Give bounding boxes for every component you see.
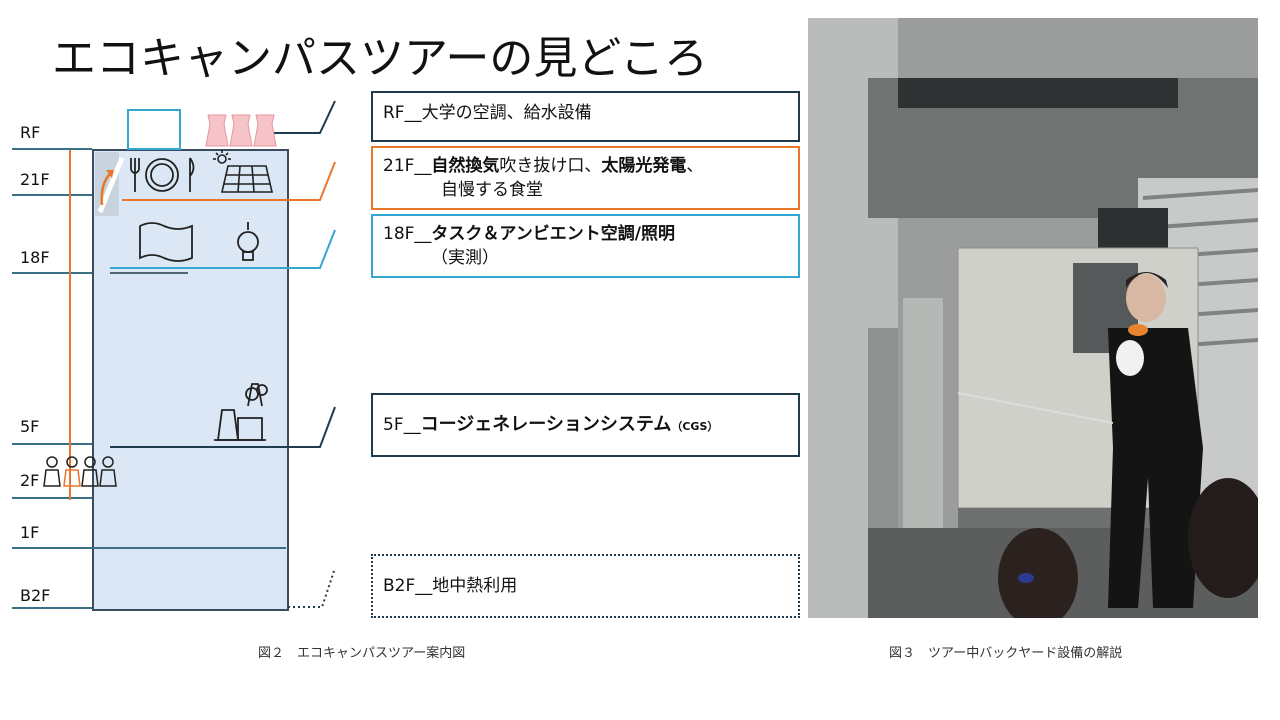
leader-b2f bbox=[288, 567, 336, 608]
box-rf-prefix: RF__ bbox=[383, 103, 422, 123]
floor-line-2f bbox=[12, 497, 92, 499]
solar-panel-icon bbox=[213, 150, 274, 193]
box-18f-line2: （実測） bbox=[431, 248, 499, 268]
floor-label-rf: RF bbox=[20, 123, 41, 142]
floor-label-2f: 2F bbox=[20, 471, 40, 490]
box-21f-text2: 、 bbox=[686, 156, 704, 176]
caption-fig2: 図２ エコキャンパスツアー案内図 bbox=[258, 646, 466, 661]
light-bulb-icon bbox=[237, 222, 259, 261]
caption-fig3: 図３ ツアー中バックヤード設備の解説 bbox=[889, 646, 1123, 661]
box-21f-bold1: 自然換気 bbox=[431, 156, 500, 176]
box-b2f-prefix: B2F__ bbox=[383, 576, 433, 596]
box-b2f: B2F__地中熱利用 bbox=[371, 554, 800, 618]
box-18f-bold: タスク＆アンビエント空調/照明 bbox=[431, 224, 675, 244]
page-title: エコキャンパスツアーの見どころ bbox=[52, 33, 709, 84]
box-rf-text: 大学の空調、給水設備 bbox=[421, 103, 592, 123]
leader-5f bbox=[110, 406, 336, 448]
floor-label-18f: 18F bbox=[20, 248, 50, 267]
box-rf: RF__大学の空調、給水設備 bbox=[371, 91, 800, 142]
backyard-photo bbox=[808, 18, 1258, 618]
box-5f-bold: コージェネレーションシステム bbox=[420, 414, 672, 435]
floor-line-b2f bbox=[12, 607, 92, 609]
box-5f-small: （CGS） bbox=[671, 420, 719, 433]
floor-line-1f bbox=[12, 547, 286, 549]
photo-illustration bbox=[808, 18, 1258, 618]
floor-line-rf bbox=[12, 148, 92, 150]
building-diagram bbox=[43, 94, 756, 608]
floor-line-18f bbox=[12, 272, 92, 274]
leader-rf bbox=[268, 100, 336, 134]
floor-label-5f: 5F bbox=[20, 417, 40, 436]
box-5f-prefix: 5F__ bbox=[383, 415, 421, 435]
box-21f: 21F__自然換気吹き抜け口、太陽光発電、 自慢する食堂 bbox=[371, 146, 800, 210]
tour-group-icon bbox=[43, 456, 117, 487]
floor-line-5f bbox=[12, 443, 92, 445]
cogeneration-plant-icon bbox=[214, 383, 268, 441]
floor-label-1f: 1F bbox=[20, 523, 40, 542]
box-21f-prefix: 21F__ bbox=[383, 156, 432, 176]
box-5f: 5F__コージェネレーションシステム（CGS） bbox=[371, 393, 800, 457]
floor-label-21f: 21F bbox=[20, 170, 50, 189]
box-18f: 18F__タスク＆アンビエント空調/照明 （実測） bbox=[371, 214, 800, 278]
rooftop-box bbox=[127, 109, 181, 150]
box-b2f-text: 地中熱利用 bbox=[432, 576, 518, 596]
leader-18f bbox=[110, 229, 336, 269]
floor-label-b2f: B2F bbox=[20, 586, 51, 605]
box-21f-bold2: 太陽光発電 bbox=[601, 156, 687, 176]
cooling-tower-icon bbox=[205, 114, 277, 147]
cafeteria-icon bbox=[130, 157, 195, 192]
leader-21f bbox=[122, 161, 336, 201]
box-18f-prefix: 18F__ bbox=[383, 224, 432, 244]
box-21f-line2: 自慢する食堂 bbox=[441, 180, 543, 200]
ambient-air-icon bbox=[139, 222, 193, 262]
floor-line-21f bbox=[12, 194, 92, 196]
box-21f-text1: 吹き抜け口、 bbox=[499, 156, 602, 176]
atrium-icon bbox=[95, 152, 125, 216]
